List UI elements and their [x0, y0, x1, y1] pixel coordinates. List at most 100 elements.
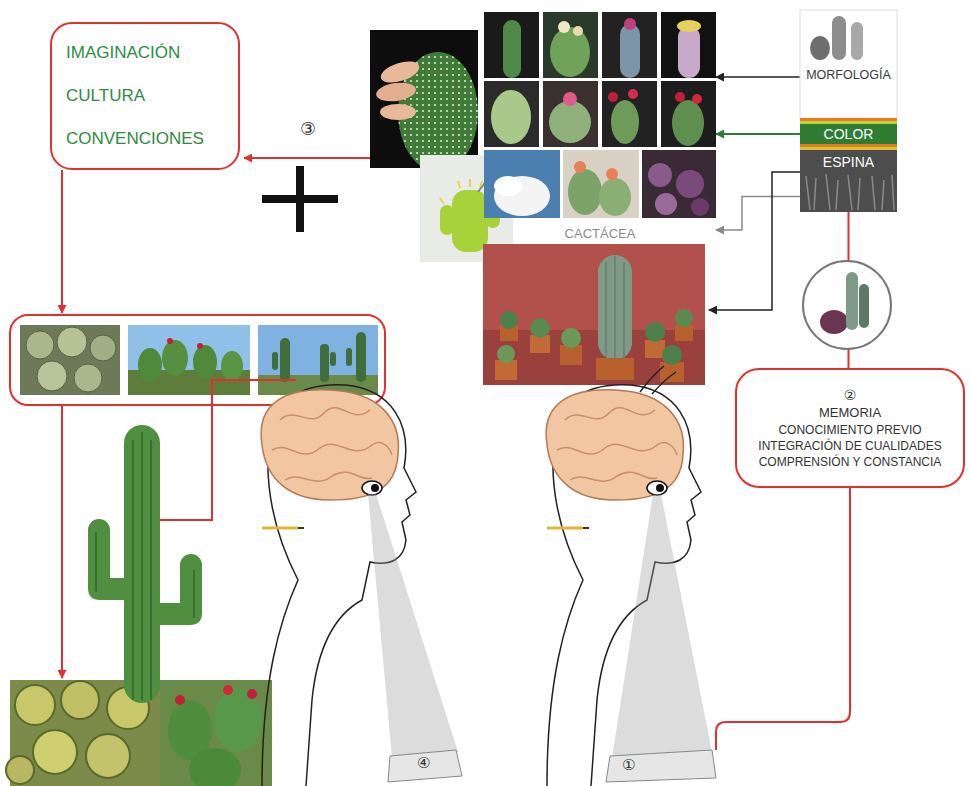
cactus-photo-row — [221, 351, 243, 381]
cactus-photo-grid — [602, 81, 657, 147]
cactus-photo-row — [74, 364, 102, 392]
cactus-icon — [846, 272, 858, 330]
concept-box: IMAGINACIÓNCULTURACONVENCIONES — [50, 22, 240, 170]
saguaro-cactus — [160, 554, 202, 625]
quality-strip — [800, 10, 897, 212]
connector-arrow — [716, 197, 800, 231]
cactus-photo-bottom — [175, 695, 185, 705]
vision-cone — [368, 494, 458, 758]
cactus-photo-grid — [628, 89, 638, 99]
cactus-photo-grid — [648, 163, 672, 187]
quality-band: ESPINA — [800, 150, 897, 212]
potted-cactus-photo — [596, 358, 634, 380]
potted-cactus-photo — [598, 255, 632, 360]
toy-cactus-photo — [452, 190, 488, 252]
quality-strip — [810, 36, 830, 60]
viewer-figure — [262, 527, 298, 530]
cactus-photo-grid — [692, 94, 702, 104]
quality-strip — [851, 22, 863, 60]
leader-arrow — [709, 172, 800, 310]
cactus-photo-grid — [484, 81, 539, 147]
vision-cone — [606, 750, 716, 782]
cactus-icon — [820, 310, 848, 334]
cactus-photo-row — [197, 343, 203, 349]
potted-cactus-photo — [606, 256, 624, 358]
cactus-photo-grid — [494, 176, 550, 216]
cactus-photo-grid — [568, 169, 602, 215]
cactus-photo-grid — [642, 150, 716, 218]
leader-line — [62, 158, 850, 750]
viewer-figure — [298, 527, 304, 529]
node-label: MEMORIA — [819, 404, 881, 422]
cactus-photo-grid — [558, 21, 570, 33]
cactus-photo-grid — [611, 100, 639, 144]
cactus-hand-photo — [375, 80, 417, 103]
cactus-photo-grid — [563, 92, 577, 106]
cactus-photo-grid — [655, 193, 677, 215]
memory-box: ②MEMORIACONOCIMIENTO PREVIOINTEGRACIÓN D… — [735, 368, 965, 488]
cactus-photo-grid — [563, 150, 639, 218]
callout-number: ③ — [300, 118, 316, 139]
cactus-photo-grid — [491, 90, 531, 144]
node-label: MORFOLOGÍA — [806, 68, 891, 82]
callout-number: ④ — [417, 754, 430, 772]
cactus-photo-grid — [691, 198, 709, 216]
cactus-photo-row — [128, 325, 250, 395]
callout-number: ① — [622, 756, 635, 774]
viewer-figure — [371, 484, 379, 492]
potted-cactus-photo — [662, 345, 682, 365]
toy-cactus-photo — [440, 205, 454, 235]
potted-cactus-photo — [645, 322, 665, 342]
node-label: CONVENCIONES — [66, 129, 204, 149]
cactus-photo-grid — [602, 12, 657, 78]
potted-cactus-photo — [497, 345, 515, 363]
saguaro-cactus — [96, 432, 194, 700]
node-label: INTEGRACIÓN DE CUALIDADES — [758, 438, 941, 454]
node-label: CONOCIMIENTO PREVIO — [778, 422, 921, 438]
cactus-photo-row — [90, 335, 116, 361]
potted-cactus-photo — [483, 244, 705, 385]
cactus-photo-row — [320, 344, 329, 382]
node-label: CACTÁCEA — [565, 226, 636, 241]
cactus-photo-grid — [574, 161, 586, 173]
cactus-photo-bottom — [189, 748, 241, 786]
cactus-photo-row — [356, 332, 366, 382]
cactus-photo-grid — [599, 178, 631, 216]
cactus-icon — [859, 284, 869, 328]
quality-strip — [800, 144, 897, 147]
cactus-photo-grid — [606, 168, 618, 180]
cactus-icon — [803, 261, 891, 349]
cactus-photo-grid — [550, 27, 590, 77]
cactus-photo-bottom — [15, 685, 55, 725]
plus-symbol — [262, 166, 338, 232]
cactus-hand-photo — [378, 57, 422, 86]
cactus-photo-bottom — [86, 734, 130, 778]
cactus-photo-grid — [484, 150, 560, 218]
vision-cone — [368, 494, 716, 782]
potted-cactus-photo — [483, 244, 705, 385]
leader-line — [61, 405, 63, 678]
cactus-photo-row — [280, 338, 290, 382]
cactus-photo-grid — [608, 92, 618, 102]
viewer-figure — [272, 408, 392, 481]
photo-grid: CACTÁCEA — [484, 10, 716, 242]
node-label: CULTURA — [66, 86, 145, 106]
quality-strip — [800, 121, 897, 124]
cactus-photo-grid — [573, 26, 583, 36]
cactus-photo-grid — [620, 24, 640, 78]
cactus-photo-bottom — [61, 681, 99, 719]
cactus-photo-grid — [661, 81, 716, 147]
cactus-photo-row — [330, 352, 336, 366]
leader-line — [61, 170, 63, 313]
cactus-photo-bottom — [6, 756, 34, 784]
callout-number: ② — [844, 386, 857, 405]
cactus-photo-grid — [624, 18, 636, 30]
cactus-photo-bottom — [33, 730, 77, 774]
head-antenna — [640, 366, 676, 394]
cactus-photo-bottom — [214, 688, 262, 752]
leader-line — [244, 157, 370, 159]
node-label: COLOR — [824, 126, 874, 142]
quality-strip — [800, 118, 897, 121]
quality-strip — [832, 16, 846, 60]
